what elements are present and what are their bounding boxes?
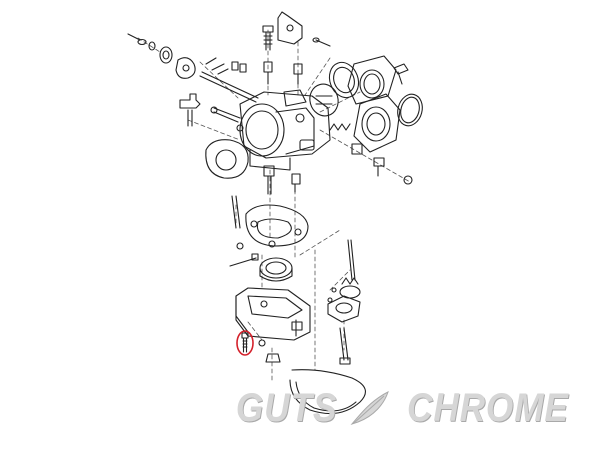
mounting-screw (393, 63, 409, 85)
enrichener-rod (231, 195, 241, 229)
pump-spring (329, 123, 363, 155)
float-pin-clip (229, 240, 276, 267)
intake-o-ring (397, 93, 423, 127)
float-bowl-gasket (245, 204, 309, 247)
fuel-inlet-fitting (179, 93, 201, 127)
accelerator-pump-diaphragm (309, 83, 339, 117)
idle-screw-assembly (205, 57, 247, 75)
float-bowl (235, 287, 311, 341)
overflow-hose (289, 369, 366, 415)
top-cover-bracket (277, 11, 303, 45)
accelerator-pump-screw (127, 33, 147, 46)
intake-adapter (353, 93, 401, 153)
air-screw (312, 37, 331, 47)
pilot-jet-screw-highlighted (236, 330, 254, 356)
pump-rod-screw (339, 327, 351, 365)
needle-jet (263, 165, 275, 195)
throttle-linkage (210, 106, 241, 123)
carburetor-body (236, 89, 331, 171)
pump-check-valve (373, 157, 413, 185)
guts-chrome-logo: GUTS CHROME (229, 386, 580, 430)
logo-text-left: GUTS (236, 386, 338, 430)
pump-lever-screw (327, 239, 356, 303)
throttle-spring-washer (148, 41, 173, 64)
highlight-ring (236, 330, 254, 356)
feather-icon (350, 391, 390, 426)
bowl-vent-fittings (263, 61, 303, 85)
logo-text-right: CHROME (407, 386, 569, 430)
accelerator-pump-housing (327, 277, 361, 323)
top-cover-screw (262, 25, 274, 51)
throttle-shaft (199, 71, 259, 103)
float-needle-seat-o-ring (259, 257, 293, 282)
throttle-cam (175, 57, 196, 79)
drain-plug-gasket (258, 339, 281, 363)
body-gasket-left (205, 139, 249, 179)
air-cleaner-gasket (328, 61, 360, 99)
main-jet-holder (291, 173, 301, 193)
